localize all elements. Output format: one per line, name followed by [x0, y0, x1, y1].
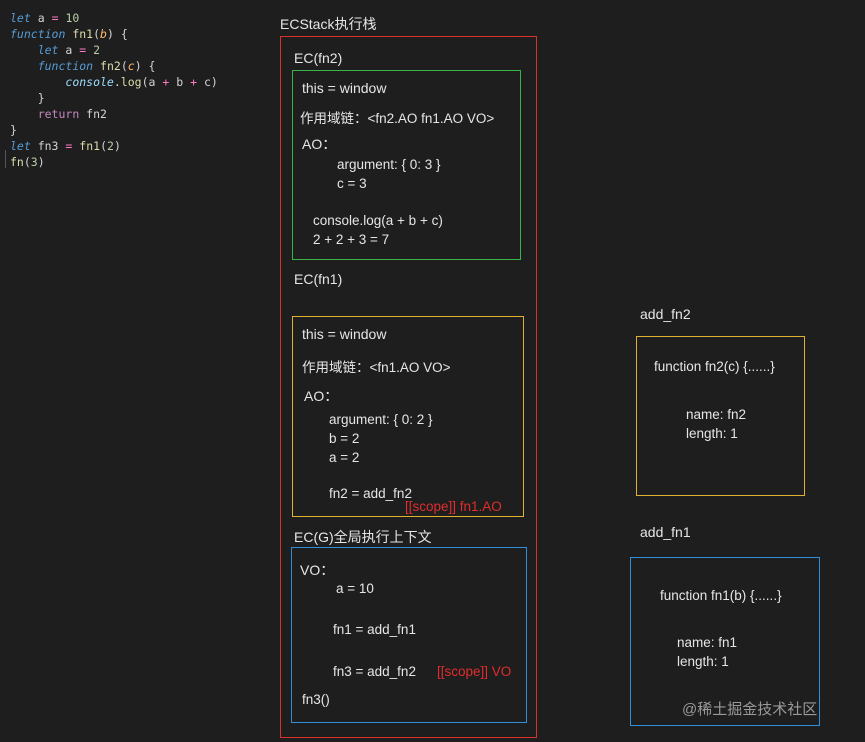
add-fn1-signature: function fn1(b) {......} — [660, 588, 782, 603]
watermark: @稀土掘金技术社区 — [682, 701, 818, 718]
ec-g-title: EC(G)全局执行上下文 — [294, 529, 432, 545]
code-token: console — [65, 75, 114, 89]
code-token: b — [169, 75, 191, 89]
code-line: fn(3) — [10, 154, 218, 170]
ec-fn1-a: a = 2 — [329, 450, 360, 465]
ec-fn1-fn2: fn2 = add_fn2 — [329, 486, 412, 501]
code-token: 2 — [93, 43, 101, 57]
ecstack-container — [280, 36, 537, 738]
code-token: 3 — [30, 155, 38, 169]
ec-fn2-console: console.log(a + b + c) — [313, 213, 443, 228]
code-line: let a = 10 — [10, 10, 218, 26]
ec-fn1-scope-note: [[scope]] fn1.AO — [405, 499, 502, 514]
add-fn1-title: add_fn1 — [640, 524, 691, 540]
code-line: } — [10, 122, 218, 138]
ec-fn2-argument: argument: { 0: 3 } — [337, 157, 441, 172]
code-token: c — [127, 59, 135, 73]
code-token: a — [58, 43, 80, 57]
ec-fn2-ao-label: AO： — [302, 136, 337, 152]
code-line: } — [10, 90, 218, 106]
code-token: function — [10, 27, 66, 41]
add-fn2-signature: function fn2(c) {......} — [654, 359, 775, 374]
add-fn1-length: length: 1 — [677, 654, 729, 669]
code-token: ( — [100, 139, 107, 153]
ec-g-box — [291, 547, 527, 723]
code-token: + — [162, 75, 170, 89]
code-token: log — [120, 75, 142, 89]
ec-fn2-box — [292, 70, 521, 260]
code-token: b — [100, 27, 107, 41]
ec-fn2-c: c = 3 — [337, 176, 367, 191]
ec-fn1-b: b = 2 — [329, 431, 360, 446]
code-token — [10, 107, 38, 121]
code-token: } — [10, 91, 45, 105]
code-line: function fn2(c) { — [10, 58, 218, 74]
code-token: let — [37, 43, 59, 57]
code-line: return fn2 — [10, 106, 218, 122]
ec-g-vo-label: VO： — [300, 562, 335, 578]
code-token: ( — [23, 155, 31, 169]
editor-cursor — [5, 150, 6, 168]
ec-g-fn3: fn3 = add_fn2 — [333, 664, 416, 679]
code-token: ) { — [134, 59, 156, 73]
ec-fn2-result: 2 + 2 + 3 = 7 — [313, 232, 390, 247]
ec-fn2-scope-chain: 作用域链：<fn2.AO fn1.AO VO> — [300, 111, 495, 126]
code-token: ( — [93, 27, 101, 41]
code-token — [93, 59, 100, 73]
code-token: return — [37, 107, 80, 121]
code-token: + — [190, 75, 198, 89]
code-line: console.log(a + b + c) — [10, 74, 218, 90]
code-token: let — [10, 139, 31, 153]
ec-fn1-box — [292, 316, 524, 517]
code-token: fn1 — [72, 27, 94, 41]
ec-fn1-this: this = window — [302, 326, 387, 342]
code-token — [10, 43, 38, 57]
ecstack-title: ECStack执行栈 — [280, 16, 377, 32]
code-token: ( — [120, 59, 128, 73]
ec-fn1-scope-chain: 作用域链：<fn1.AO VO> — [302, 360, 451, 375]
ec-fn1-title: EC(fn1) — [294, 271, 343, 287]
code-token: } — [10, 123, 17, 137]
ec-g-fn1: fn1 = add_fn1 — [333, 622, 416, 637]
ec-g-a: a = 10 — [336, 581, 374, 596]
code-token: function — [37, 59, 94, 73]
code-token: = — [79, 43, 87, 57]
code-token: a — [30, 11, 52, 25]
code-token: ) — [113, 139, 121, 153]
code-token: = — [51, 11, 59, 25]
code-token: fn2 — [100, 59, 121, 73]
add-fn2-box — [636, 336, 805, 496]
ec-g-scope-note: [[scope]] VO — [437, 664, 512, 679]
add-fn1-box — [630, 557, 820, 726]
code-token: = — [65, 139, 73, 153]
ec-fn1-ao-label: AO： — [304, 388, 339, 404]
code-token — [10, 59, 38, 73]
ec-fn2-title: EC(fn2) — [294, 50, 343, 66]
code-token: ) — [37, 155, 45, 169]
code-token: fn2 — [79, 107, 107, 121]
code-token: 2 — [107, 139, 114, 153]
code-token: fn1 — [79, 139, 101, 153]
add-fn2-title: add_fn2 — [640, 306, 691, 322]
ec-fn1-argument: argument: { 0: 2 } — [329, 412, 433, 427]
code-token: c) — [197, 75, 218, 89]
code-token: . — [113, 75, 121, 89]
add-fn2-length: length: 1 — [686, 426, 738, 441]
code-line: let fn3 = fn1(2) — [10, 138, 218, 154]
code-token: 10 — [65, 11, 80, 25]
code-token: (a — [141, 75, 163, 89]
code-line: function fn1(b) { — [10, 26, 218, 42]
code-token: fn3 — [30, 139, 66, 153]
ec-fn2-this: this = window — [302, 80, 387, 96]
ec-g-call: fn3() — [302, 692, 330, 707]
code-token — [10, 75, 65, 89]
code-token: ) { — [106, 27, 128, 41]
add-fn1-name: name: fn1 — [677, 635, 738, 650]
code-token: fn — [10, 155, 24, 169]
code-line: let a = 2 — [10, 42, 218, 58]
code-token: let — [10, 11, 31, 25]
add-fn2-name: name: fn2 — [686, 407, 747, 422]
